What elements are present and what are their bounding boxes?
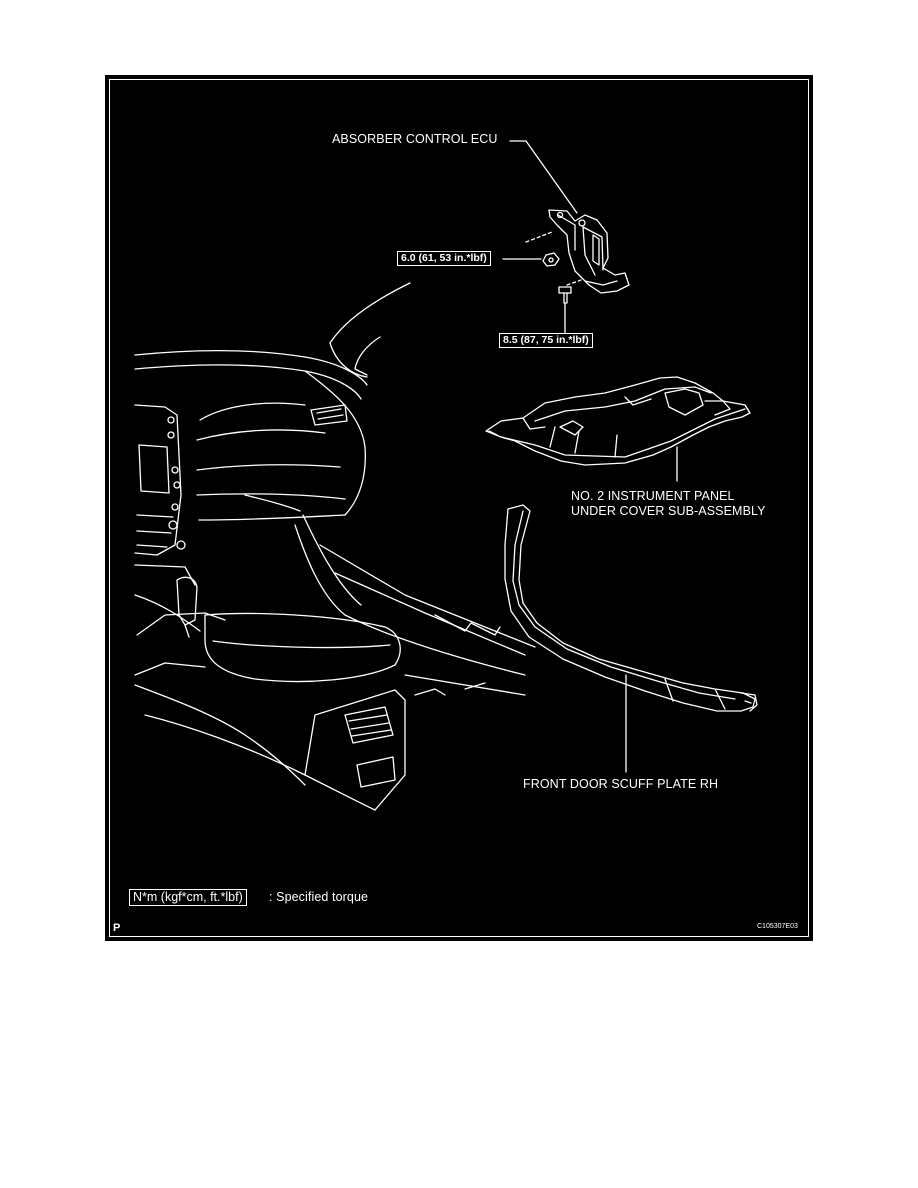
label-under-cover-line2: UNDER COVER SUB-ASSEMBLY	[571, 504, 766, 518]
label-front-door-scuff-plate: FRONT DOOR SCUFF PLATE RH	[523, 777, 719, 791]
legend-text: : Specified torque	[269, 890, 369, 904]
figure-border	[109, 79, 809, 937]
torque-bolt-spec: 8.5 (87, 75 in.*lbf)	[499, 333, 593, 348]
line-art	[134, 140, 758, 811]
diagram-figure: ABSORBER CONTROL ECU 6.0 (61, 53 in.*lbf…	[105, 75, 813, 941]
scuff-plate-drawing	[504, 504, 758, 712]
leader-lines	[502, 140, 678, 773]
label-under-cover-line1: NO. 2 INSTRUMENT PANEL	[571, 489, 735, 503]
figure-code: C105307E03	[757, 923, 798, 930]
torque-nut-spec: 6.0 (61, 53 in.*lbf)	[397, 251, 491, 266]
label-absorber-control-ecu: ABSORBER CONTROL ECU	[332, 132, 498, 146]
vehicle-interior-drawing	[134, 282, 536, 811]
under-cover-drawing	[485, 376, 751, 466]
absorber-ecu-drawing	[525, 209, 630, 304]
corner-letter: P	[113, 922, 121, 934]
legend-torque-unit-box: N*m (kgf*cm, ft.*lbf)	[129, 889, 247, 906]
